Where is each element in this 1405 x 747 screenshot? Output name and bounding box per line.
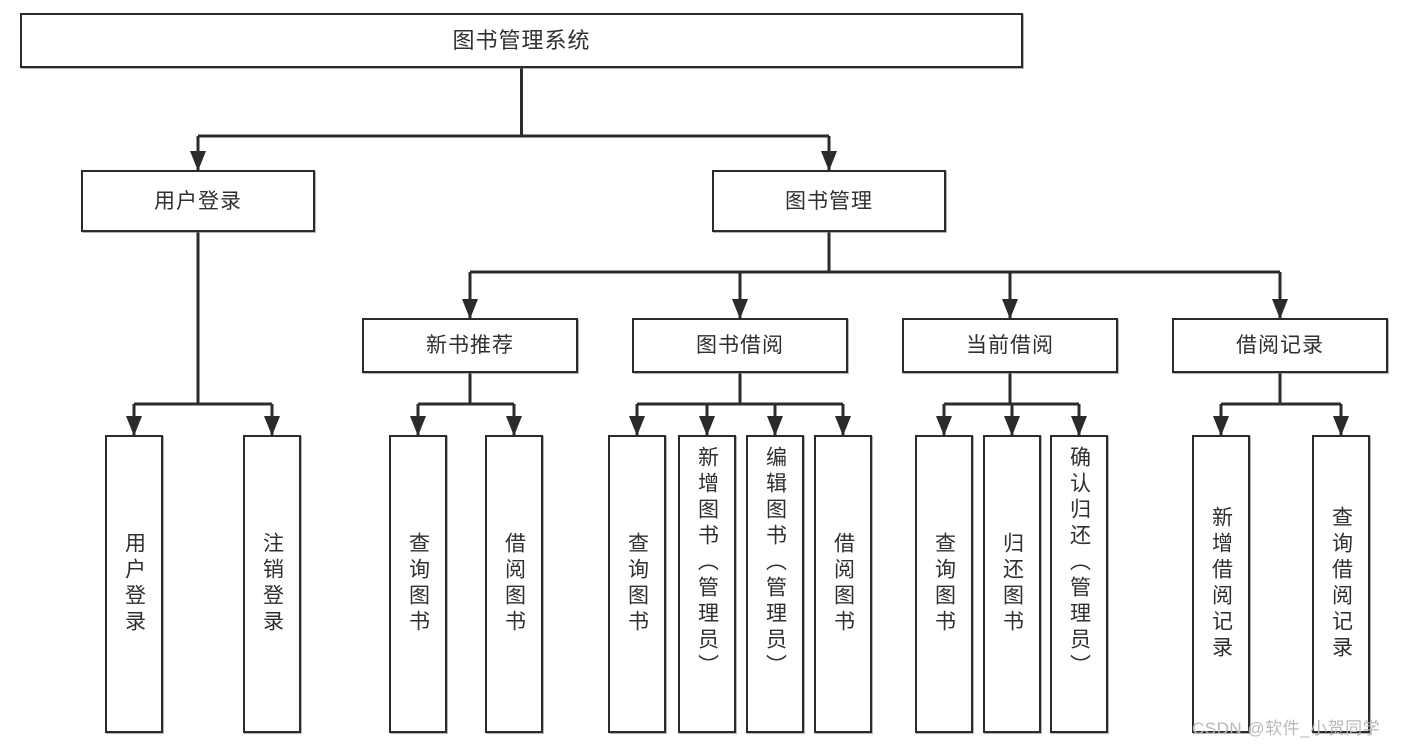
node-label: 图书管理 bbox=[785, 189, 873, 213]
node-leaf-user-login[interactable]: 用户登录 bbox=[105, 435, 163, 733]
node-leaf-query-book-current[interactable]: 查询图书 bbox=[915, 435, 973, 733]
node-label: 查询借阅记录 bbox=[1329, 506, 1353, 662]
node-leaf-borrow-book-rec[interactable]: 借阅图书 bbox=[485, 435, 543, 733]
node-label: 借阅图书 bbox=[502, 532, 526, 636]
node-leaf-query-book-borrow[interactable]: 查询图书 bbox=[608, 435, 666, 733]
node-leaf-query-borrow-record[interactable]: 查询借阅记录 bbox=[1312, 435, 1370, 733]
node-label: 用户登录 bbox=[122, 532, 146, 636]
node-label: 确认归还（管理员） bbox=[1067, 446, 1091, 680]
node-label: 图书管理系统 bbox=[452, 27, 591, 53]
node-label: 归还图书 bbox=[1000, 532, 1024, 636]
node-leaf-logout[interactable]: 注销登录 bbox=[243, 435, 301, 733]
node-l2-current-borrow[interactable]: 当前借阅 bbox=[902, 318, 1118, 373]
node-label: 查询图书 bbox=[932, 532, 956, 636]
node-leaf-query-book-rec[interactable]: 查询图书 bbox=[389, 435, 447, 733]
node-label: 用户登录 bbox=[154, 189, 242, 213]
node-label: 借阅图书 bbox=[831, 532, 855, 636]
node-label: 编辑图书（管理员） bbox=[763, 446, 787, 680]
node-l2-new-book-rec[interactable]: 新书推荐 bbox=[362, 318, 578, 373]
node-label: 新增借阅记录 bbox=[1209, 506, 1233, 662]
node-leaf-return-book[interactable]: 归还图书 bbox=[983, 435, 1041, 733]
node-leaf-confirm-return[interactable]: 确认归还（管理员） bbox=[1050, 435, 1108, 733]
node-label: 借阅记录 bbox=[1236, 334, 1324, 357]
node-label: 新增图书（管理员） bbox=[695, 446, 719, 680]
node-l2-borrow-record[interactable]: 借阅记录 bbox=[1172, 318, 1388, 373]
node-label: 注销登录 bbox=[260, 532, 284, 636]
node-label: 查询图书 bbox=[406, 532, 430, 636]
node-l2-book-borrow[interactable]: 图书借阅 bbox=[632, 318, 848, 373]
node-leaf-edit-book[interactable]: 编辑图书（管理员） bbox=[746, 435, 804, 733]
node-root[interactable]: 图书管理系统 bbox=[20, 13, 1023, 68]
node-l1-book-manage[interactable]: 图书管理 bbox=[712, 170, 946, 232]
node-label: 新书推荐 bbox=[426, 334, 514, 357]
node-label: 当前借阅 bbox=[966, 334, 1054, 357]
node-label: 图书借阅 bbox=[696, 334, 784, 357]
node-l1-user-login[interactable]: 用户登录 bbox=[81, 170, 315, 232]
node-label: 查询图书 bbox=[625, 532, 649, 636]
node-leaf-add-borrow-record[interactable]: 新增借阅记录 bbox=[1192, 435, 1250, 733]
node-leaf-borrow-book[interactable]: 借阅图书 bbox=[814, 435, 872, 733]
watermark: CSDN @软件_小贺同学 bbox=[1192, 719, 1381, 738]
node-leaf-add-book[interactable]: 新增图书（管理员） bbox=[678, 435, 736, 733]
